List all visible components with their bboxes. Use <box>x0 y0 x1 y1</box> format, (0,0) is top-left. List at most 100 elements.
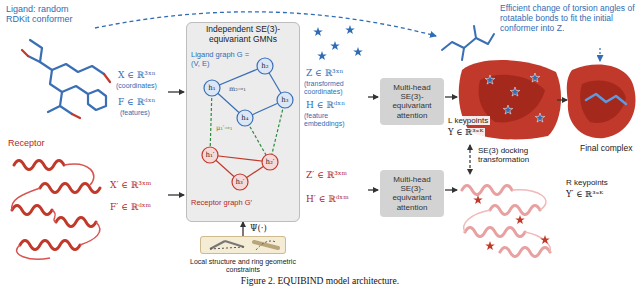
ligand-bond <box>462 48 464 60</box>
math-label: Y′ ∈ ℝ³ˣᴷ <box>566 190 603 200</box>
math-label: F ∈ ℝᵈˣⁿ <box>118 97 155 107</box>
note-label: (feature embeddings) <box>304 112 366 128</box>
receptor-cartoon <box>462 186 550 257</box>
ligand-graph-nodes <box>204 58 293 126</box>
helix <box>20 241 80 250</box>
text-holder: h₃′ <box>229 177 251 187</box>
text-holder: (transformed coordinates) <box>304 80 366 96</box>
text-holder: H′ ∈ ℝᵈˣᵐ <box>306 194 349 204</box>
math-label: Z ∈ ℝ³ˣⁿ <box>306 68 343 78</box>
math-label: X′ ∈ ℝ³ˣᵐ <box>110 180 151 190</box>
receptor-loops <box>464 190 551 252</box>
text-holder: X ∈ ℝ³ˣⁿ <box>118 70 156 80</box>
cross-edge <box>210 88 212 155</box>
helix <box>14 161 64 170</box>
star <box>485 75 495 84</box>
text-holder: h₂ <box>254 61 276 71</box>
ligand-atoms <box>22 50 110 118</box>
ligand-bond <box>442 34 494 50</box>
star <box>503 105 513 114</box>
text-holder: h₂′ <box>259 157 281 167</box>
text-holder: Multi-head SE(3)-equivariant attention <box>383 175 441 212</box>
star <box>540 235 550 244</box>
node-symbol: h₂′ <box>259 157 281 167</box>
graph-edge <box>210 155 270 162</box>
flow-arrow <box>168 91 184 92</box>
ligand-bond <box>474 26 476 38</box>
text-holder: Figure 2. EQUIBIND model architecture. <box>0 276 640 287</box>
node-symbol: h₁′ <box>199 150 221 160</box>
text-holder: h₁ <box>201 83 223 93</box>
text-holder: Z′ ∈ ℝ³ˣᵐ <box>306 170 347 180</box>
loop <box>464 210 490 232</box>
helix <box>465 228 525 237</box>
text-holder: Ψ(·) <box>249 224 268 234</box>
text-holder: Z ∈ ℝ³ˣⁿ <box>306 68 343 78</box>
text-holder: h₃ <box>274 95 296 105</box>
ligand-keypoint-stars <box>313 25 363 60</box>
star <box>510 87 520 96</box>
figure-caption: Figure 2. EQUIBIND model architecture. <box>0 276 640 287</box>
note-label: (features) <box>120 109 150 117</box>
loop <box>525 232 550 252</box>
helix <box>462 186 512 195</box>
math-label: Y ∈ ℝ³ˣᴷ <box>446 128 485 138</box>
text-holder: Ligand graph G = (V, E) <box>191 51 255 68</box>
constraint-box: Local structure and ring geometric const… <box>200 236 286 254</box>
helix <box>56 218 96 227</box>
node-symbol: h₃ <box>274 95 296 105</box>
connector-arrow <box>242 222 243 236</box>
math-label: H ∈ ℝᵈˣⁿ <box>306 100 345 110</box>
text-holder: SE(3) docking transformation <box>478 146 556 164</box>
bond-stick <box>254 242 278 248</box>
text-holder: Ligand: random RDKit conformer <box>6 4 88 25</box>
node-symbol: h₄ <box>234 113 256 123</box>
loop <box>80 222 100 245</box>
text-holder: F′ ∈ ℝᵈˣᵐ <box>110 202 151 212</box>
flow-arrow <box>168 194 184 195</box>
text-holder: h₁′ <box>199 150 221 160</box>
keypoint-label: L keypoints <box>446 116 490 125</box>
star <box>530 73 540 82</box>
helix <box>500 248 550 257</box>
text-holder: Local structure and ring geometric const… <box>187 258 299 274</box>
text-holder: Y′ ∈ ℝ³ˣᴷ <box>566 190 603 200</box>
ligand-bond <box>52 64 104 74</box>
surface-shading <box>580 80 626 122</box>
annotation: Efficient change of torsion angles of ro… <box>500 4 636 33</box>
panel-title: Independent SE(3)-equivariant GMNs <box>189 25 297 45</box>
star <box>345 25 355 34</box>
transformation-arrow <box>469 145 470 174</box>
star <box>313 27 323 36</box>
attention-box: Multi-head SE(3)-equivariant attention <box>380 170 444 217</box>
distance-line <box>210 247 244 249</box>
ligand-keypoint-stars <box>485 73 545 122</box>
text-holder: Receptor graph G′ <box>191 199 295 208</box>
text-holder: m₂→₁ <box>229 86 246 93</box>
note-label: (transformed coordinates) <box>304 80 366 96</box>
text-holder: (features) <box>120 109 150 117</box>
text-holder: L keypoints <box>446 116 490 125</box>
panel-ground <box>186 22 300 222</box>
text-holder: Receptor <box>8 138 45 148</box>
box-label: Multi-head SE(3)-equivariant attention <box>383 175 441 212</box>
text-holder: F ∈ ℝᵈˣⁿ <box>118 97 155 107</box>
receptor-keypoint-stars <box>473 195 550 250</box>
star <box>473 195 483 204</box>
input-label: Receptor <box>8 138 45 148</box>
keypoint-label: R keypoints <box>566 178 608 187</box>
receptor-cartoon <box>12 161 100 250</box>
box-label: Multi-head SE(3)-equivariant attention <box>383 83 441 120</box>
constraint-sketch <box>210 241 278 250</box>
receptor-loops <box>12 164 100 259</box>
math-label: Z′ ∈ ℝ³ˣᵐ <box>306 170 347 180</box>
loop <box>512 190 546 210</box>
text-holder: (feature embeddings) <box>304 112 366 128</box>
text-holder: X′ ∈ ℝ³ˣᵐ <box>110 180 151 190</box>
star <box>515 215 525 224</box>
oxygen-bond <box>72 114 80 118</box>
ligand-bond <box>30 40 72 114</box>
text-holder: h₄ <box>234 113 256 123</box>
bond-stick <box>225 241 244 247</box>
complex-surface <box>567 64 636 138</box>
